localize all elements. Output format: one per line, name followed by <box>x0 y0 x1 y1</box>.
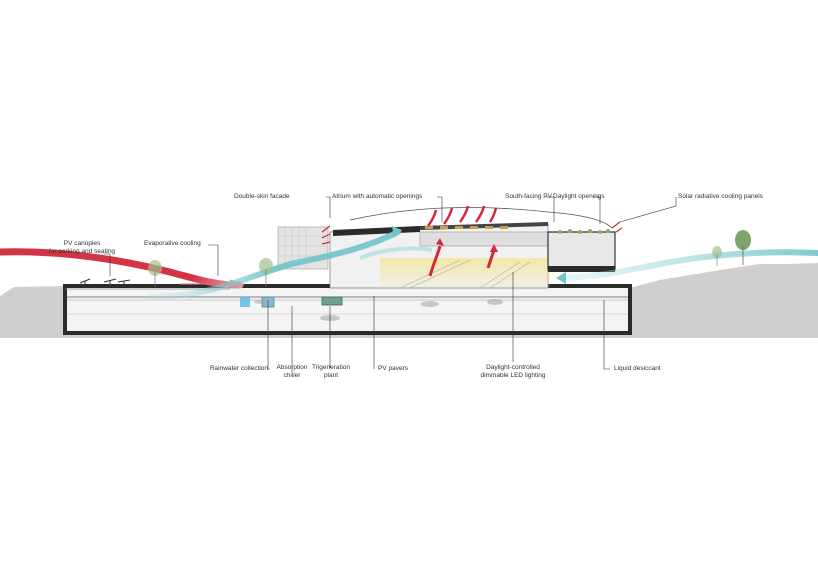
label-pv-canopies: PV canopies for parking and seating <box>48 240 116 255</box>
atrium-glazing-arc <box>349 207 613 229</box>
label-double-skin: Double-skin facade <box>234 193 290 200</box>
pv-canopies <box>79 278 131 287</box>
ground-left <box>0 286 65 334</box>
label-evaporative-cooling: Evaporative cooling <box>144 240 201 247</box>
rainwater-tank <box>240 297 250 307</box>
trigeneration-unit <box>321 296 343 306</box>
trees <box>148 230 751 287</box>
label-led-lighting: Daylight-controlled dimmable LED lightin… <box>480 364 546 379</box>
right-wing <box>547 231 616 271</box>
label-atrium: Atrium with automatic openings <box>332 193 423 200</box>
interior-air-loop <box>359 246 433 260</box>
car-3 <box>487 299 503 305</box>
cool-air-arrowhead-left <box>392 226 402 238</box>
atrium-daylight-glow <box>380 258 550 288</box>
right-wing-slab <box>548 266 615 272</box>
atrium-exhaust-arrows <box>426 205 498 227</box>
car-2 <box>421 301 439 307</box>
green-roof <box>558 229 610 234</box>
label-solar-panels: Solar radiative cooling panels <box>678 193 763 200</box>
updraft-arrowhead-right <box>490 244 498 252</box>
leader-lines <box>104 196 677 372</box>
label-south-pv: South-facing PV <box>505 193 552 200</box>
ground-right <box>630 263 818 334</box>
hot-air-inflow <box>0 248 244 289</box>
updraft-arrowhead-left <box>436 238 444 246</box>
label-pv-pavers: PV pavers <box>378 365 408 372</box>
car-4 <box>254 300 266 304</box>
cool-air-flow-right <box>562 249 818 281</box>
label-rainwater: Rainwater collection <box>209 365 268 372</box>
facade-vent-arrows <box>321 225 331 245</box>
label-liquid-desiccant: Liquid desiccant <box>614 365 661 372</box>
label-absorption: Absorption chiller <box>276 364 308 379</box>
south-pv-modules <box>425 226 508 229</box>
stair-lines <box>399 259 531 289</box>
ground-under <box>0 334 818 338</box>
label-daylight-openings: Daylight openings <box>553 193 605 200</box>
daylight-opening-arrows <box>611 221 623 233</box>
cool-air-flow-left <box>147 229 401 300</box>
atrium-updraft-left <box>428 245 442 277</box>
cool-air-arrowhead-right <box>556 272 566 284</box>
roof-slab-center <box>420 222 548 230</box>
label-trigeneration: Trigeneration plant <box>311 364 351 379</box>
